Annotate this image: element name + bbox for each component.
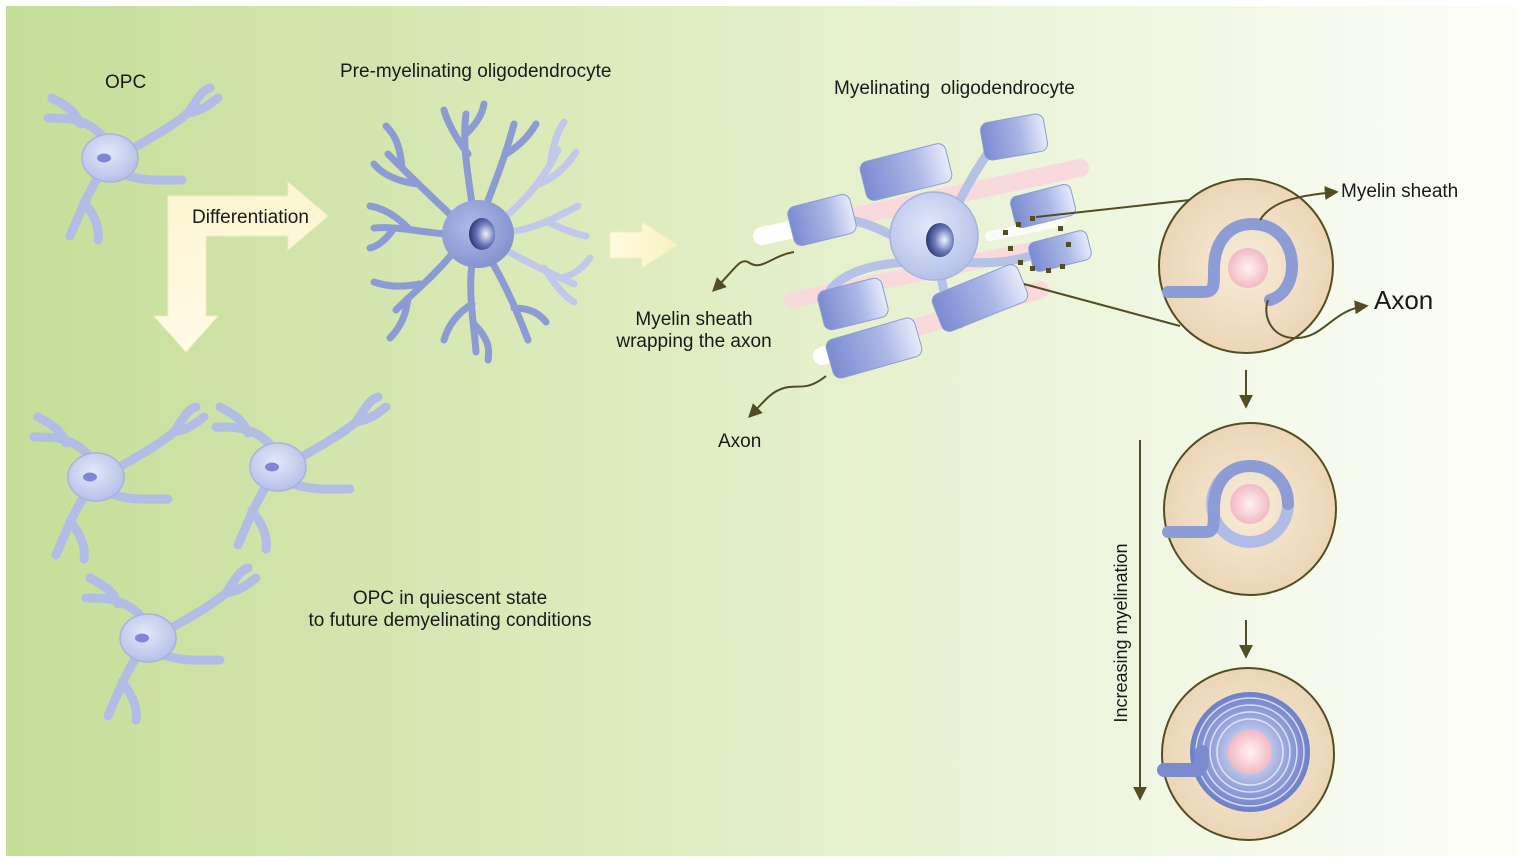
label-opc-quiescent: OPC in quiescent state to future demyeli… (290, 588, 610, 632)
label-axon-large: Axon (1374, 285, 1434, 315)
zoom-line-top (1035, 199, 1191, 218)
label-opc-quiescent-line2: to future demyelinating conditions (308, 610, 592, 631)
leader-axon-small (748, 375, 827, 418)
label-myelinating: Myelinating oligodendrocyte (834, 78, 1075, 99)
label-myelin-sheath: Myelin sheath (1341, 181, 1459, 202)
opc-cell-quiescent-3 (81, 563, 261, 725)
myelinating-oligodendrocyte (753, 113, 1092, 379)
label-increasing-myelination: Increasing myelination (1111, 543, 1131, 723)
pre-myelinating-cell (366, 100, 594, 364)
label-myelin-sheath-wrapping-line2: wrapping the axon (616, 331, 772, 352)
differentiation-arrow (152, 180, 329, 353)
zoom-line-bottom (1023, 283, 1181, 327)
label-pre-myelinating: Pre-myelinating oligodendrocyte (340, 61, 612, 82)
zoom-dotted-marker (1003, 216, 1071, 273)
progress-arrow (609, 221, 679, 269)
myelin-segments (787, 113, 1092, 379)
label-myelin-sheath-wrapping-line1: Myelin sheath (635, 309, 753, 330)
label-differentiation: Differentiation (192, 207, 309, 228)
label-axon-small: Axon (718, 431, 762, 452)
label-opc: OPC (105, 72, 147, 93)
cross-section-1 (1158, 178, 1369, 354)
leader-myelin-sheath-wrap (712, 251, 795, 292)
label-opc-quiescent-line1: OPC in quiescent state (352, 588, 548, 609)
label-myelin-sheath-wrapping: Myelin sheath wrapping the axon (604, 309, 784, 353)
opc-cell-top (43, 83, 223, 245)
opc-cell-quiescent-2 (211, 392, 391, 554)
cross-section-2 (1162, 422, 1337, 596)
cross-section-3 (1157, 667, 1335, 841)
opc-cell-quiescent-1 (29, 402, 209, 564)
